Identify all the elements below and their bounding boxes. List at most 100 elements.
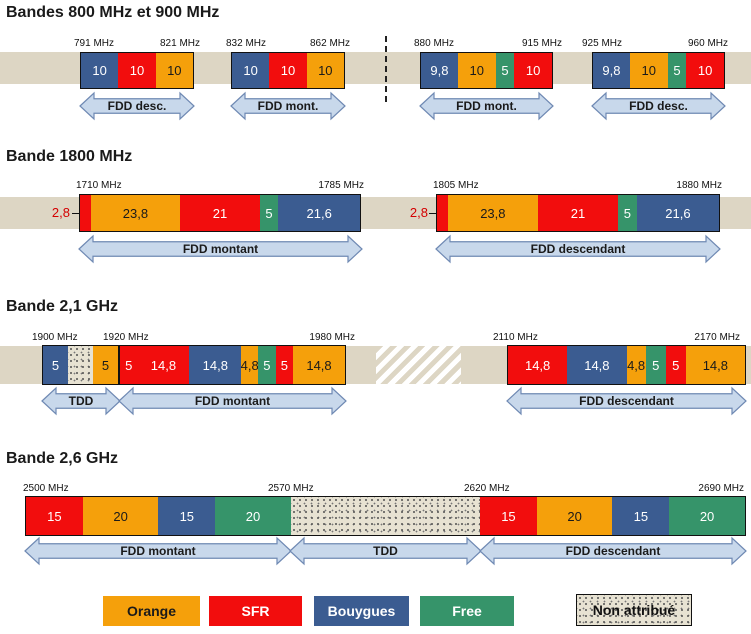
segment-orange: 20 <box>82 497 159 535</box>
segment-green: 5 <box>617 195 637 231</box>
arrow-900-down <box>591 91 726 121</box>
arrow-label-2-6-up: FDD montant <box>120 544 196 558</box>
extra-label-1800-up: 2,8 <box>51 205 70 220</box>
arrow-1800-up <box>78 234 363 264</box>
segment-blue: 21,6 <box>636 195 719 231</box>
segment-red: 15 <box>480 497 537 535</box>
segment-orange: 10 <box>457 53 496 88</box>
arrow-800-up <box>230 91 346 121</box>
extra-tick-1800-down <box>429 213 436 214</box>
freq-960: 960 MHz <box>687 38 728 49</box>
arrow-label-900-down: FDD desc. <box>629 99 688 113</box>
arrow-800-down <box>79 91 195 121</box>
freq-2690: 2690 MHz <box>698 483 744 494</box>
segment-red: 21 <box>538 195 618 231</box>
freq-1710: 1710 MHz <box>76 180 122 191</box>
segment-green: 5 <box>495 53 515 88</box>
arrow-shape <box>591 91 726 121</box>
segment-blue: 15 <box>612 497 670 535</box>
legend-sfr: SFR <box>209 596 302 626</box>
segment-orange: 4,8 <box>626 346 646 384</box>
segment-green: 5 <box>645 346 666 384</box>
segment-orange: 10 <box>155 53 193 88</box>
arrow-shape <box>118 386 347 416</box>
freq-2620: 2620 MHz <box>464 483 510 494</box>
arrow-label-2-1-up: FDD montant <box>194 394 271 408</box>
segment-blue: 15 <box>158 497 216 535</box>
separator-800-900 <box>385 36 387 102</box>
segment-red: 15 <box>26 497 83 535</box>
arrow-shape <box>79 91 195 121</box>
legend-bouygues: Bouygues <box>314 596 409 626</box>
arrow-label-2-6-tdd: TDD <box>373 544 398 558</box>
arrow-1800-down <box>435 234 721 264</box>
segment-red: 10 <box>269 53 307 88</box>
segment-red: 5 <box>275 346 294 384</box>
arrow-shape <box>78 234 363 264</box>
arrow-900-up <box>419 91 554 121</box>
segment-blue: 9,8 <box>593 53 630 88</box>
segment-red: 10 <box>514 53 552 88</box>
segment-red <box>437 195 448 231</box>
freq-925: 925 MHz <box>582 38 623 49</box>
freq-1880: 1880 MHz <box>676 180 722 191</box>
segment-green: 5 <box>667 53 687 88</box>
arrow-label-2-1-down: FDD descendant <box>579 394 674 408</box>
arrow-shape <box>506 386 747 416</box>
segment-red <box>80 195 91 231</box>
freq-1920: 1920 MHz <box>103 332 149 343</box>
arrow-label-1800-down: FDD descendant <box>530 242 626 256</box>
segment-green: 5 <box>259 195 279 231</box>
segment-orange: 20 <box>536 497 613 535</box>
segment-dots <box>290 497 481 535</box>
segment-orange: 5 <box>93 346 118 384</box>
freq-1900: 1900 MHz <box>32 332 78 343</box>
segment-red: 10 <box>686 53 724 88</box>
segment-red: 14,8 <box>137 346 190 384</box>
segment-red: 5 <box>120 346 138 384</box>
legend-orange: Orange <box>103 596 200 626</box>
segment-orange: 23,8 <box>447 195 539 231</box>
segment-blue: 10 <box>232 53 270 88</box>
extra-tick-1800-up <box>72 213 79 214</box>
segment-blue: 21,6 <box>278 195 360 231</box>
segment-orange: 14,8 <box>293 346 345 384</box>
freq-791: 791 MHz <box>74 38 115 49</box>
segment-orange: 4,8 <box>241 346 259 384</box>
legend-unassigned: Non attribué <box>576 594 692 626</box>
title-2-1: Bande 2,1 GHz <box>6 298 119 315</box>
freq-2170: 2170 MHz <box>694 332 740 343</box>
arrow-shape <box>419 91 554 121</box>
freq-915: 915 MHz <box>521 38 562 49</box>
segment-red: 5 <box>665 346 686 384</box>
hatched-gap <box>376 346 461 384</box>
title-2-6: Bande 2,6 GHz <box>6 450 119 467</box>
segment-blue: 9,8 <box>421 53 458 88</box>
arrow-shape <box>435 234 721 264</box>
arrow-2-1-up <box>118 386 347 416</box>
segment-blue: 10 <box>81 53 119 88</box>
arrow-label-800-up: FDD mont. <box>257 99 319 113</box>
arrow-label-1800-up: FDD montant <box>182 242 259 256</box>
title-800-900: Bandes 800 MHz et 900 MHz <box>6 4 220 21</box>
freq-1980: 1980 MHz <box>309 332 355 343</box>
segment-orange: 14,8 <box>685 346 745 384</box>
segment-blue: 14,8 <box>567 346 627 384</box>
segment-red: 14,8 <box>508 346 568 384</box>
segment-orange: 23,8 <box>90 195 181 231</box>
freq-862: 862 MHz <box>309 38 350 49</box>
segment-red: 21 <box>180 195 260 231</box>
freq-1805: 1805 MHz <box>433 180 479 191</box>
arrow-2-1-down <box>506 386 747 416</box>
segment-blue: 5 <box>43 346 68 384</box>
arrow-2-6-down <box>479 536 747 566</box>
arrow-label-2-1-tdd: TDD <box>68 394 94 408</box>
